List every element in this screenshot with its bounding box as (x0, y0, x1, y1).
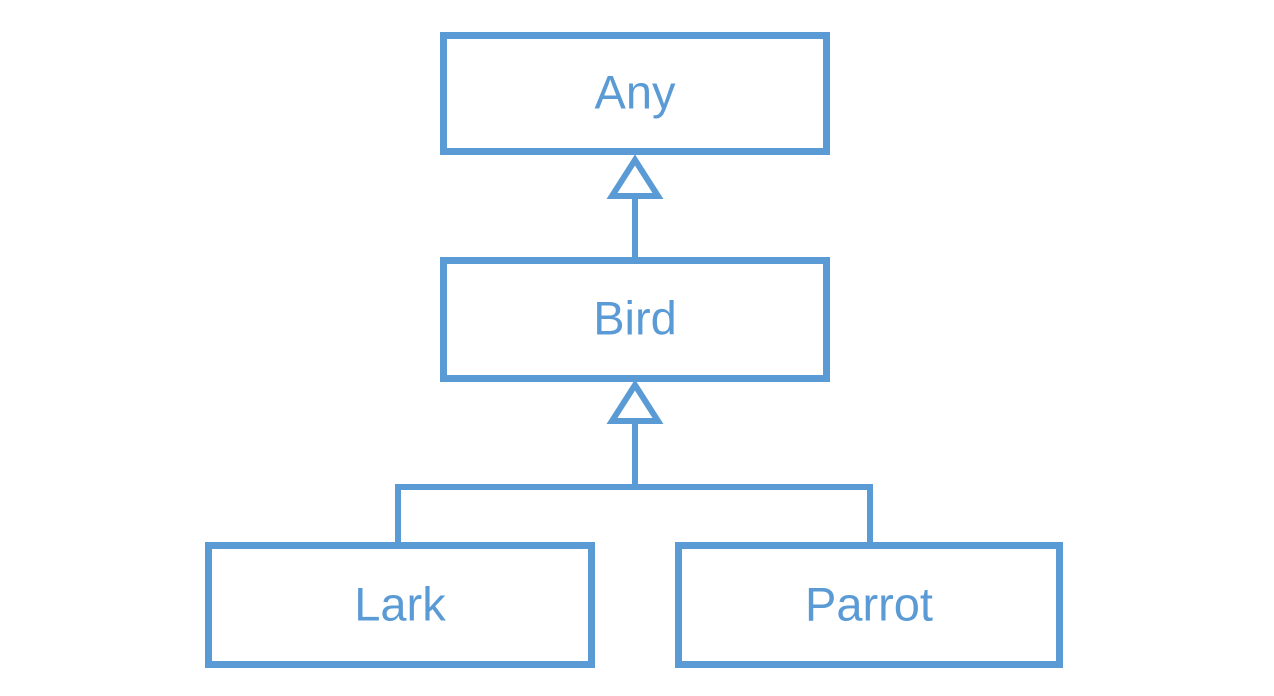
node-any-label: Any (595, 65, 676, 118)
node-lark-box[interactable] (205, 542, 595, 668)
node-parrot-box[interactable] (675, 542, 1063, 668)
edge-bird-to-any[interactable] (606, 154, 664, 259)
node-bird-label: Bird (593, 291, 677, 344)
node-lark-label: Lark (354, 577, 446, 630)
node-any[interactable]: Any (440, 32, 830, 155)
generalization-arrow-icon (606, 154, 664, 199)
node-parrot[interactable]: Parrot (675, 542, 1063, 668)
node-bird-box[interactable] (440, 257, 830, 382)
edge-children-to-bird[interactable] (395, 379, 873, 545)
generalization-arrow-icon (606, 379, 664, 424)
node-bird[interactable]: Bird (440, 257, 830, 382)
node-parrot-label: Parrot (805, 577, 933, 630)
node-lark[interactable]: Lark (205, 542, 595, 668)
node-any-box[interactable] (440, 32, 830, 155)
